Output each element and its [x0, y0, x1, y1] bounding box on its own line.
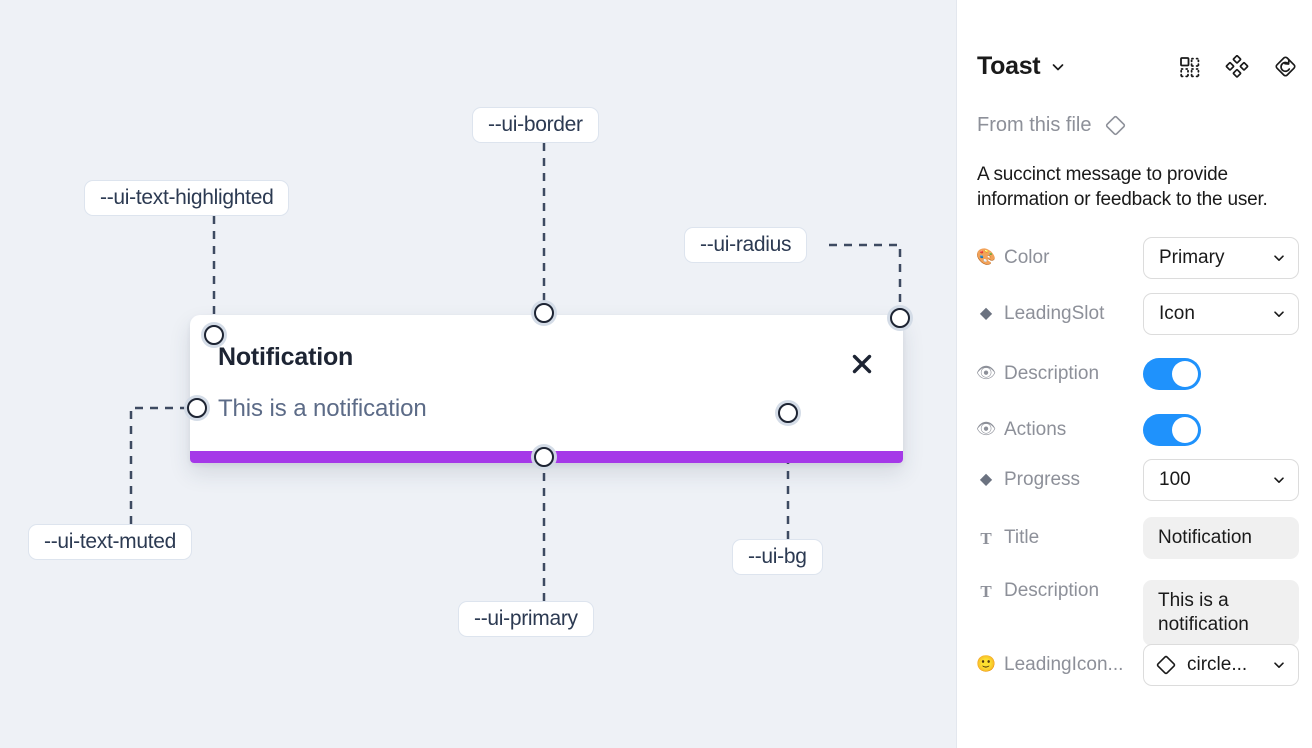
toast-component-preview[interactable]: Notification This is a notification — [190, 315, 903, 463]
property-label-text: Progress — [1004, 469, 1081, 490]
property-label-color: 🎨 Color — [976, 247, 1050, 269]
description-input[interactable]: This is a notification — [1143, 580, 1299, 646]
annotation-pill-ui-bg[interactable]: --ui-bg — [732, 539, 823, 575]
property-label-text: LeadingSlot — [1004, 303, 1105, 324]
property-row-leading-slot: ◆ LeadingSlot Icon — [977, 293, 1299, 335]
diamond-emoji-icon: ◆ — [979, 305, 993, 322]
component-grid-icon[interactable] — [1179, 56, 1201, 78]
connector-ui-text-muted — [129, 406, 193, 524]
property-label-text: LeadingIcon... — [1004, 654, 1124, 675]
connector-ui-radius — [829, 243, 902, 314]
property-row-progress: ◆ Progress 100 — [977, 459, 1299, 501]
chevron-down-icon[interactable] — [1050, 59, 1066, 75]
property-label-description-text: T Description — [977, 580, 1099, 602]
diamond-icon — [1103, 113, 1128, 138]
leading-icon-select[interactable]: circle... — [1143, 644, 1299, 686]
toast-description: This is a notification — [218, 395, 427, 422]
anchor-handle-ui-bg[interactable] — [778, 403, 798, 423]
property-label-text: Actions — [1004, 419, 1067, 440]
anchor-handle-ui-primary[interactable] — [534, 447, 554, 467]
leading-icon-select-value: circle... — [1187, 654, 1248, 675]
close-x-icon[interactable] — [849, 351, 875, 377]
annotation-pill-ui-radius[interactable]: --ui-radius — [684, 227, 808, 263]
anchor-handle-ui-text-muted[interactable] — [187, 398, 207, 418]
chevron-down-icon — [1272, 473, 1286, 487]
property-control-color: Primary — [1143, 237, 1299, 279]
title-input[interactable]: Notification — [1143, 517, 1299, 559]
from-this-file-label: From this file — [977, 114, 1092, 136]
property-control-title: Notification — [1143, 517, 1299, 559]
property-label-text: Description — [1004, 363, 1100, 384]
color-select[interactable]: Primary — [1143, 237, 1299, 279]
annotation-connector-lines — [129, 143, 902, 601]
chevron-down-icon — [1272, 307, 1286, 321]
smiley-emoji-icon: 🙂 — [976, 656, 996, 673]
properties-panel: Toast — [956, 0, 1312, 748]
actions-toggle[interactable] — [1143, 414, 1201, 446]
property-row-leading-icon: 🙂 LeadingIcon... circle... — [976, 644, 1299, 686]
palette-emoji-icon: 🎨 — [976, 249, 996, 266]
text-type-icon: T — [980, 581, 992, 601]
property-row-actions-toggle: 👁 Actions — [975, 414, 1298, 446]
toast-body: Notification This is a notification — [190, 315, 903, 451]
property-control-leading-slot: Icon — [1143, 293, 1299, 335]
panel-header-icons — [1179, 54, 1298, 79]
property-control-description-toggle — [1143, 358, 1201, 390]
property-label-text: Color — [1004, 247, 1050, 268]
variants-diamond-cluster-icon[interactable] — [1225, 54, 1249, 79]
property-control-leading-icon: circle... — [1143, 644, 1299, 686]
property-label-leading-slot: ◆ LeadingSlot — [977, 303, 1105, 325]
from-this-file-row[interactable]: From this file — [977, 113, 1128, 138]
property-row-title: T Title Notification — [977, 517, 1299, 559]
reset-instance-icon[interactable] — [1273, 54, 1298, 79]
property-label-description: 👁 Description — [975, 363, 1100, 385]
chevron-down-icon — [1272, 658, 1286, 672]
text-type-icon: T — [980, 528, 992, 548]
property-label-text: Title — [1004, 527, 1040, 548]
progress-select[interactable]: 100 — [1143, 459, 1299, 501]
anchor-handle-ui-border[interactable] — [534, 303, 554, 323]
diamond-emoji-icon: ◆ — [979, 471, 993, 488]
property-row-description-toggle: 👁 Description — [975, 358, 1298, 390]
color-select-value: Primary — [1159, 247, 1225, 268]
anchor-handle-ui-text-highlighted[interactable] — [204, 325, 224, 345]
property-control-progress: 100 — [1143, 459, 1299, 501]
property-row-color: 🎨 Color Primary — [976, 237, 1299, 279]
annotation-pill-ui-border[interactable]: --ui-border — [472, 107, 599, 143]
annotation-pill-ui-primary[interactable]: --ui-primary — [458, 601, 594, 637]
anchor-handle-ui-radius[interactable] — [890, 308, 910, 328]
leading-slot-select[interactable]: Icon — [1143, 293, 1299, 335]
diamond-icon — [1154, 653, 1178, 677]
property-label-title: T Title — [977, 527, 1039, 549]
leading-slot-select-value: Icon — [1159, 303, 1195, 324]
toggle-knob — [1172, 417, 1198, 443]
property-row-description-text: T Description This is a notification — [977, 580, 1299, 646]
property-label-leading-icon: 🙂 LeadingIcon... — [976, 654, 1124, 676]
property-label-progress: ◆ Progress — [977, 469, 1080, 491]
annotation-pill-ui-text-muted[interactable]: --ui-text-muted — [28, 524, 193, 560]
toast-title: Notification — [218, 343, 354, 371]
panel-header: Toast — [977, 52, 1298, 81]
property-label-text: Description — [1004, 580, 1100, 601]
component-description: A succinct message to provide informatio… — [977, 164, 1268, 210]
property-control-actions-toggle — [1143, 414, 1201, 446]
annotation-pill-ui-text-highlighted[interactable]: --ui-text-highlighted — [84, 180, 290, 216]
toggle-knob — [1172, 361, 1198, 387]
property-label-actions: 👁 Actions — [975, 419, 1067, 441]
progress-select-value: 100 — [1159, 469, 1191, 490]
eye-emoji-icon: 👁 — [975, 421, 997, 438]
chevron-down-icon — [1272, 251, 1286, 265]
design-canvas[interactable]: Notification This is a notification --ui… — [0, 0, 956, 748]
property-control-description-text: This is a notification — [1143, 580, 1299, 646]
panel-title: Toast — [977, 52, 1041, 80]
description-toggle[interactable] — [1143, 358, 1201, 390]
eye-emoji-icon: 👁 — [975, 365, 997, 382]
